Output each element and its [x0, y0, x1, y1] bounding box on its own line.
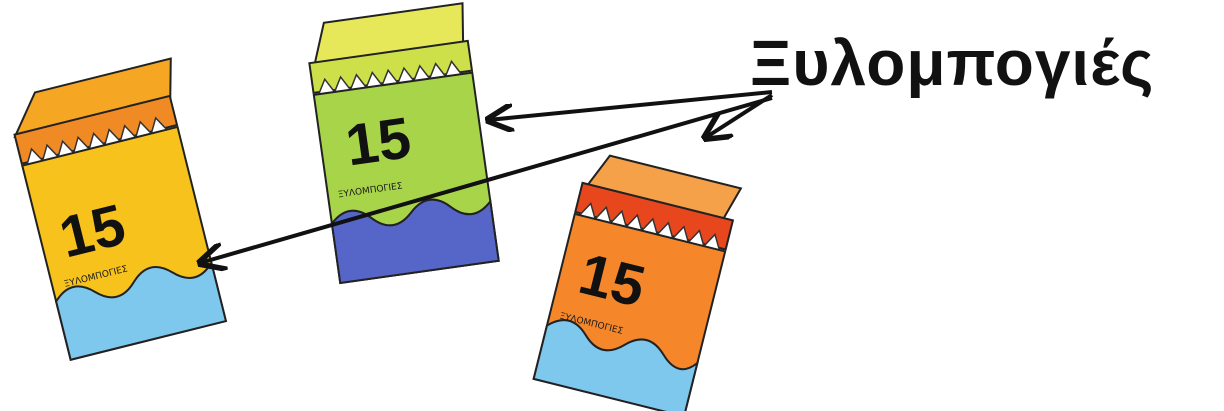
crayon-box-middle: 15 ΞΥΛΟΜΠΟΓΙΕΣ [304, 3, 499, 283]
crayon-box-right: 15 ΞΥΛΟΜΠΟΓΙΕΣ [534, 151, 741, 411]
box-middle-count: 15 [342, 105, 415, 178]
arrow-to-middle-box [488, 92, 772, 120]
crayon-box-left: 15 ΞΥΛΟΜΠΟΓΙΕΣ [6, 59, 236, 360]
